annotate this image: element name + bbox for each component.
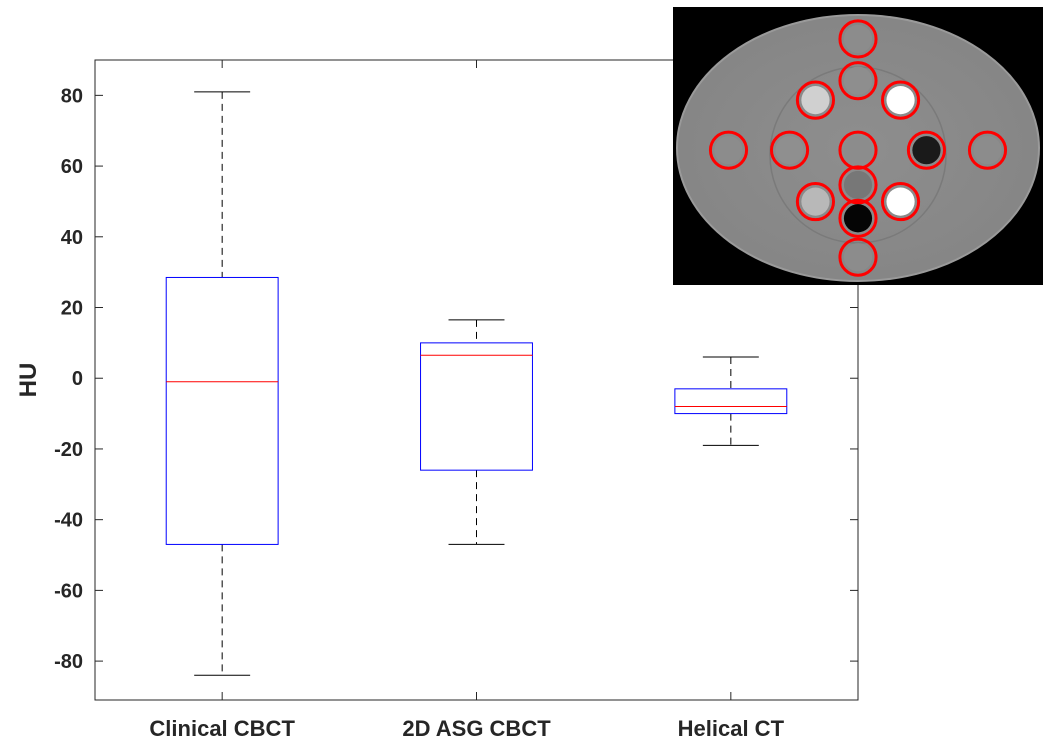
roi-insert-7 [912,136,941,165]
box-2 [674,356,788,446]
y-tick-label-5: 20 [61,298,83,320]
y-tick-label-4: 0 [72,368,83,390]
roi-insert-12 [843,204,873,233]
y-tick-label-8: 80 [61,85,83,107]
ct-phantom-inset [673,7,1043,285]
roi-insert-9 [843,170,873,200]
roi-circle-9 [838,165,878,205]
roi-insert-0 [843,24,873,54]
y-tick-label-0: -80 [54,651,83,673]
roi-insert-8 [973,136,1002,165]
y-tick-label-2: -40 [54,510,83,532]
box-1 [420,319,533,545]
x-tick-label-2: Helical CT [678,716,785,741]
roi-circle-4 [708,130,749,170]
roi-insert-3 [886,86,915,115]
roi-insert-5 [775,136,804,165]
roi-insert-2 [801,86,830,115]
roi-circle-2 [795,80,836,120]
x-tick-label-0: Clinical CBCT [149,716,295,741]
x-tick-label-1: 2D ASG CBCT [402,716,551,741]
roi-insert-11 [886,187,915,216]
roi-circle-0 [838,19,878,59]
roi-circles [708,19,1008,277]
box-0 [165,91,279,676]
iqr-box-1 [420,342,533,471]
roi-insert-4 [714,136,743,165]
roi-insert-6 [843,136,873,165]
iqr-box-2 [674,388,788,415]
boxes-layer [165,91,788,676]
roi-circle-13 [838,237,878,277]
roi-circle-7 [906,130,947,170]
y-tick-label-1: -60 [54,580,83,602]
y-tick-label-7: 60 [61,156,83,178]
roi-circle-12 [838,198,878,238]
roi-insert-13 [843,243,873,272]
roi-insert-10 [801,187,830,216]
roi-circle-8 [967,130,1008,170]
roi-circle-11 [880,182,921,222]
roi-circle-1 [838,61,878,101]
plot-frame [94,59,859,701]
y-axis-label: HU [15,363,42,398]
roi-circle-5 [769,130,810,170]
roi-circle-10 [795,182,836,222]
iqr-box-0 [165,276,279,545]
y-tick-label-3: -20 [54,439,83,461]
roi-insert-1 [843,66,873,95]
roi-circle-3 [880,80,921,120]
y-tick-label-6: 40 [61,227,83,249]
